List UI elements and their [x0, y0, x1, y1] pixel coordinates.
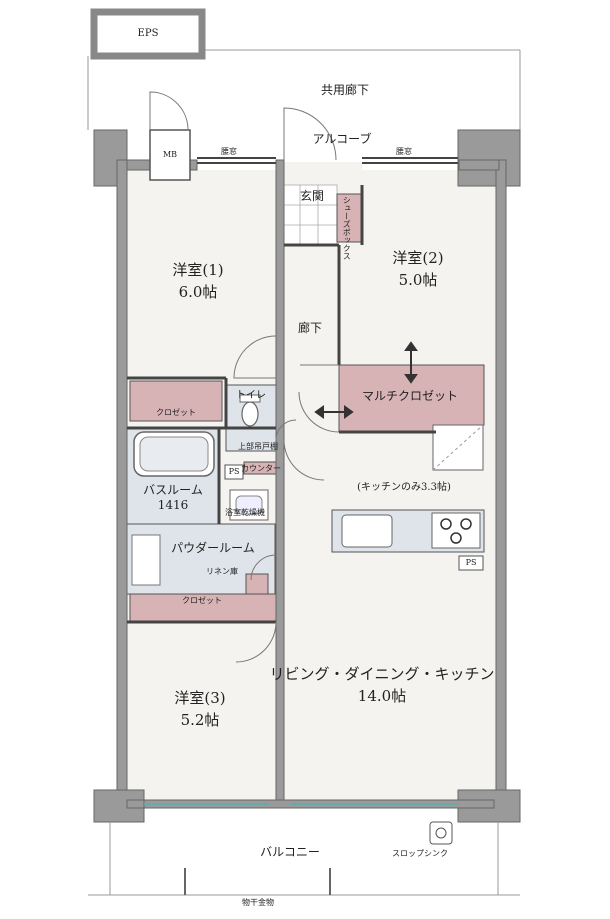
room3-size: 5.2帖 [180, 711, 220, 729]
burner [460, 518, 472, 530]
mb-label: MB [162, 150, 178, 159]
refrigerator-diagonal [432, 424, 484, 471]
toilet-tank [239, 394, 261, 403]
closet-room1 [129, 380, 223, 422]
slop-sink-drain [435, 827, 447, 839]
burner [440, 518, 452, 530]
linen-closet [245, 573, 269, 595]
kitchen-ps-label: PS [465, 558, 477, 567]
room1-size: 6.0帖 [178, 283, 218, 301]
genkan-label: 玄関 [299, 189, 325, 203]
bath-name: バスルーム [143, 483, 203, 497]
slop-sink [429, 821, 453, 845]
eps-box [90, 8, 206, 60]
laundry-label: 物干金物 [242, 898, 274, 907]
kitchen-sink [341, 514, 393, 548]
partitions [127, 185, 436, 624]
hallway-label: 廊下 [297, 321, 323, 335]
upper-shelf-label: 上部吊戸棚 [238, 442, 278, 451]
room2-name: 洋室(2) [392, 249, 444, 267]
slop-sink-label: スロップシンク [392, 849, 448, 858]
entrance-tiles [281, 184, 338, 246]
room1-name: 洋室(1) [172, 261, 224, 279]
linen-label: リネン庫 [206, 567, 238, 576]
corridor-label: 共用廊下 [320, 83, 370, 97]
alcove-label: アルコーブ [312, 132, 372, 146]
toilet-ps-label: PS [228, 467, 240, 476]
counter-label: カウンター [241, 464, 281, 473]
closet-label-room1: クロゼット [156, 408, 196, 417]
toilet-ps [224, 464, 244, 480]
alcove-area [197, 130, 459, 162]
refrigerator-space [432, 424, 484, 471]
multi-closet-label: マルチクロゼット [361, 389, 459, 403]
entrance-door [283, 107, 337, 161]
interior-doors [233, 335, 340, 663]
toilet-label: トイレ [236, 390, 266, 401]
kitchen-ps [458, 555, 484, 571]
ldk-name: リビング・ダイニング・キッチン [269, 665, 495, 683]
toilet-bowl [241, 401, 259, 427]
ldk-size: 14.0帖 [357, 687, 407, 705]
burner [450, 532, 462, 544]
multi-closet-arrows [314, 341, 418, 419]
room3-name: 洋室(3) [174, 689, 226, 707]
bath-size: 1416 [157, 498, 189, 512]
stove [431, 512, 481, 549]
mb-box [149, 129, 191, 181]
windows [197, 157, 458, 164]
laundry-pan [131, 534, 161, 586]
kitchen-size-label: (キッチンのみ3.3帖) [357, 482, 451, 493]
mb-door [149, 91, 189, 131]
balcony-label: バルコニー [260, 845, 320, 859]
closet-room3 [129, 593, 277, 623]
eps-label: EPS [137, 28, 159, 39]
closet-label-room3: クロゼット [182, 596, 222, 605]
window-label-left: 腰窓 [221, 147, 237, 156]
entrance-floor [282, 160, 362, 185]
window-label-right: 腰窓 [396, 147, 412, 156]
shoes-box-label: シューズボックス [342, 196, 352, 260]
dryer-label: 浴室乾燥機 [225, 508, 265, 517]
wash-bowl [235, 495, 263, 515]
room2-size: 5.0帖 [398, 271, 438, 289]
bathtub-inner [139, 436, 209, 472]
powder-room-label: パウダールーム [171, 541, 255, 555]
